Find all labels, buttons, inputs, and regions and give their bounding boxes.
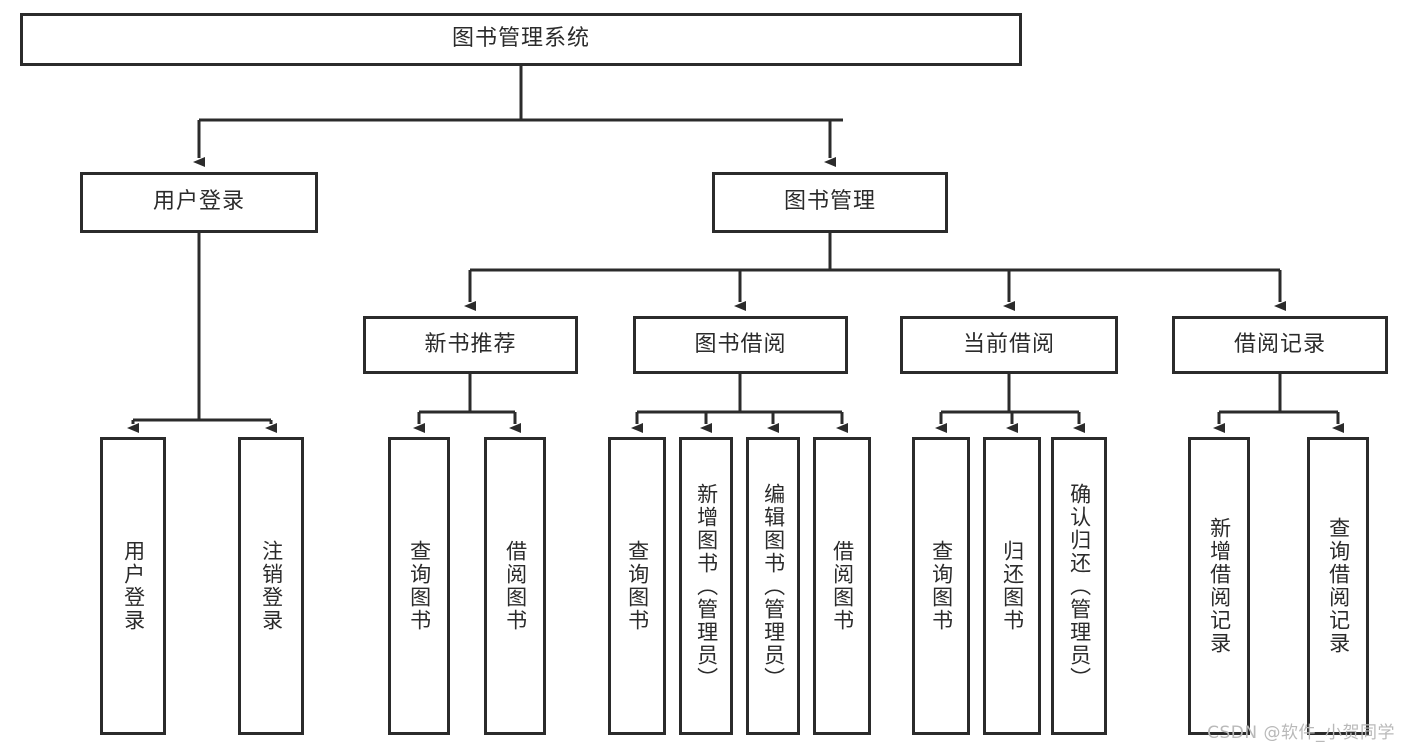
- node-leaf-query-record-label: 查询借阅记录: [1326, 517, 1351, 655]
- node-leaf-user-logout-label: 注销登录: [259, 540, 284, 632]
- node-leaf-borrow-book-2[interactable]: 借阅图书: [813, 437, 871, 735]
- node-leaf-return-book[interactable]: 归还图书: [983, 437, 1041, 735]
- node-leaf-borrow-book-1[interactable]: 借阅图书: [484, 437, 546, 735]
- node-leaf-query-book-2[interactable]: 查询图书: [608, 437, 666, 735]
- node-leaf-edit-book[interactable]: 编辑图书（管理员）: [746, 437, 800, 735]
- node-borrow-record-label: 借阅记录: [1233, 331, 1326, 357]
- node-borrow-record[interactable]: 借阅记录: [1172, 316, 1388, 374]
- node-root[interactable]: 图书管理系统: [20, 13, 1022, 66]
- node-leaf-edit-book-label: 编辑图书（管理员）: [761, 482, 786, 690]
- node-leaf-confirm-return[interactable]: 确认归还（管理员）: [1051, 437, 1107, 735]
- node-leaf-query-book-1[interactable]: 查询图书: [388, 437, 450, 735]
- node-user-login-label: 用户登录: [152, 189, 245, 215]
- node-current-borrow-label: 当前借阅: [962, 331, 1055, 357]
- node-book-borrow[interactable]: 图书借阅: [633, 316, 848, 374]
- node-book-manage[interactable]: 图书管理: [712, 172, 948, 233]
- node-user-login[interactable]: 用户登录: [80, 172, 318, 233]
- node-book-borrow-label: 图书借阅: [694, 331, 787, 357]
- node-current-borrow[interactable]: 当前借阅: [900, 316, 1118, 374]
- node-leaf-user-login-label: 用户登录: [121, 540, 146, 632]
- node-leaf-return-book-label: 归还图书: [1000, 540, 1025, 632]
- node-leaf-add-book[interactable]: 新增图书（管理员）: [679, 437, 733, 735]
- node-leaf-query-book-3[interactable]: 查询图书: [912, 437, 970, 735]
- node-leaf-borrow-book-1-label: 借阅图书: [503, 540, 528, 632]
- node-leaf-add-book-label: 新增图书（管理员）: [694, 482, 719, 690]
- node-new-book-rec-label: 新书推荐: [424, 331, 517, 357]
- node-leaf-user-login[interactable]: 用户登录: [100, 437, 166, 735]
- node-leaf-query-book-3-label: 查询图书: [929, 540, 954, 632]
- node-leaf-user-logout[interactable]: 注销登录: [238, 437, 304, 735]
- node-new-book-rec[interactable]: 新书推荐: [363, 316, 578, 374]
- node-leaf-query-book-1-label: 查询图书: [407, 540, 432, 632]
- node-leaf-confirm-return-label: 确认归还（管理员）: [1067, 482, 1092, 690]
- node-book-manage-label: 图书管理: [783, 189, 876, 215]
- node-leaf-add-record-label: 新增借阅记录: [1207, 517, 1232, 655]
- node-root-label: 图书管理系统: [451, 26, 590, 52]
- node-leaf-query-book-2-label: 查询图书: [625, 540, 650, 632]
- node-leaf-borrow-book-2-label: 借阅图书: [830, 540, 855, 632]
- node-leaf-query-record[interactable]: 查询借阅记录: [1307, 437, 1369, 735]
- watermark: CSDN @软件_小贺同学: [1207, 723, 1395, 743]
- node-leaf-add-record[interactable]: 新增借阅记录: [1188, 437, 1250, 735]
